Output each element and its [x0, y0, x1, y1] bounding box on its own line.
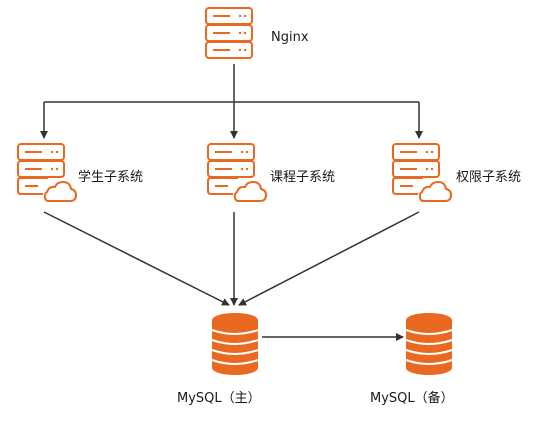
node-label-mysql-primary: MySQL（主） [177, 391, 261, 406]
node-label-course-subsystem: 课程子系统 [270, 170, 336, 185]
connectors [40, 64, 423, 341]
server-cloud-icon [207, 143, 267, 202]
database-icon [211, 313, 259, 375]
server-cloud-icon [392, 143, 452, 202]
arrow-permission-to-mysql [238, 211, 420, 306]
arrow-student-to-mysql [43, 211, 230, 306]
server-icon [205, 7, 253, 59]
node-label-permission-subsystem: 权限子系统 [456, 170, 522, 185]
database-icon [405, 313, 453, 375]
node-label-mysql-backup: MySQL（备） [370, 391, 454, 406]
node-label-nginx: Nginx [271, 30, 309, 45]
server-cloud-icon [17, 143, 77, 202]
node-label-student-subsystem: 学生子系统 [78, 170, 144, 185]
